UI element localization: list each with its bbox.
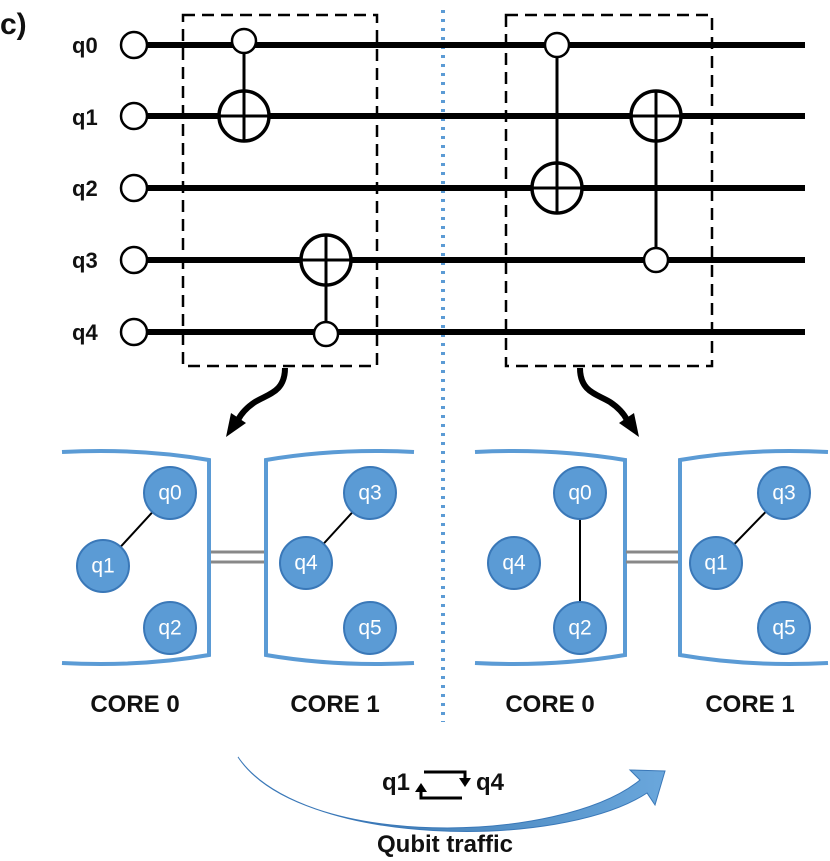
qubit-traffic: q1 q4 Qubit traffic [237, 756, 666, 858]
cnot-gate-q0-q1 [217, 27, 271, 143]
core-1: q3 q4 q5 CORE 1 [264, 449, 415, 718]
wire-q3: q3 [72, 245, 805, 275]
wire-label: q2 [72, 176, 98, 201]
wire-q4: q4 [72, 317, 805, 347]
swap-arrows-icon [415, 770, 471, 800]
arrow-head-icon [619, 413, 639, 437]
qubit-label: q5 [358, 617, 381, 640]
inter-core-link [626, 550, 678, 564]
wire-label: q1 [72, 105, 98, 130]
core-frame [474, 449, 627, 666]
qubit-label: q3 [358, 482, 381, 505]
core-1: q3 q1 q5 CORE 1 [678, 449, 829, 718]
gate-block-frame [181, 13, 379, 368]
qubit-node: q0 [143, 466, 197, 520]
qubit-node: q4 [279, 536, 333, 590]
swap-left-qubit: q1 [382, 769, 410, 796]
control-dot [312, 320, 340, 348]
core-0: q0 q1 q2 CORE 0 [61, 449, 211, 718]
qubit-node: q5 [757, 601, 811, 655]
qubit-node: q3 [343, 466, 397, 520]
arrow-head-icon [226, 413, 246, 437]
control-dot [230, 27, 258, 55]
swap-right-qubit: q4 [476, 769, 505, 796]
wire-input-terminal [119, 101, 149, 131]
core-frame [678, 449, 829, 666]
qubit-label: q2 [158, 617, 181, 640]
circuit: q0 q1 q2 q3 q4 [72, 30, 805, 347]
wire-label: q4 [72, 320, 98, 345]
cnot-gate-q3-q1 [629, 89, 683, 274]
qubit-node: q2 [553, 601, 607, 655]
qubit-node: q3 [757, 466, 811, 520]
core-label: CORE 0 [505, 691, 594, 718]
qubit-node: q1 [76, 539, 130, 593]
gate-block-1 [181, 13, 379, 368]
qubit-label: q1 [91, 555, 114, 578]
wire-label: q3 [72, 248, 98, 273]
core-frame [61, 449, 211, 666]
curved-arrow-icon [235, 367, 288, 422]
mapping-arrow-left [226, 367, 288, 437]
gate-block-2 [504, 13, 714, 368]
mapping-after: q4 q0 q2 CORE 0 q3 [474, 449, 829, 718]
wire-q0: q0 [72, 30, 805, 60]
gate-block-frame [504, 13, 714, 368]
cnot-gate-q4-q3 [299, 233, 353, 348]
wire-input-terminal [119, 173, 149, 203]
qubit-node: q4 [487, 536, 541, 590]
qubit-label: q3 [772, 482, 795, 505]
wire-input-terminal [119, 245, 149, 275]
qubit-node: q5 [343, 601, 397, 655]
core-0: q4 q0 q2 CORE 0 [474, 449, 627, 718]
qubit-node: q0 [553, 466, 607, 520]
core-label: CORE 1 [705, 691, 794, 718]
qubit-label: q2 [568, 617, 591, 640]
wire-input-terminal [119, 317, 149, 347]
core-label: CORE 0 [90, 691, 179, 718]
qubit-label: q4 [502, 552, 526, 575]
mapping-before: q0 q1 q2 CORE 0 q3 [61, 449, 415, 718]
qubit-label: q0 [158, 482, 181, 505]
qubit-label: q0 [568, 482, 591, 505]
inter-core-link [211, 550, 264, 564]
panel-label: c) [0, 8, 27, 41]
wire-input-terminal [119, 30, 149, 60]
control-dot [642, 246, 670, 274]
curved-arrow-icon [577, 367, 630, 422]
qubit-label: q5 [772, 617, 795, 640]
traffic-caption: Qubit traffic [377, 831, 513, 858]
core-frame [264, 449, 415, 666]
wire-q2: q2 [72, 173, 805, 203]
traffic-arrow-icon [237, 756, 666, 832]
cnot-gate-q0-q2 [530, 31, 584, 215]
qubit-label: q1 [704, 552, 727, 575]
core-label: CORE 1 [290, 691, 379, 718]
mapping-arrow-right [577, 367, 639, 437]
qubit-label: q4 [294, 552, 318, 575]
wire-label: q0 [72, 33, 98, 58]
qubit-node: q2 [143, 601, 197, 655]
qubit-node: q1 [689, 536, 743, 590]
control-dot [543, 31, 571, 59]
